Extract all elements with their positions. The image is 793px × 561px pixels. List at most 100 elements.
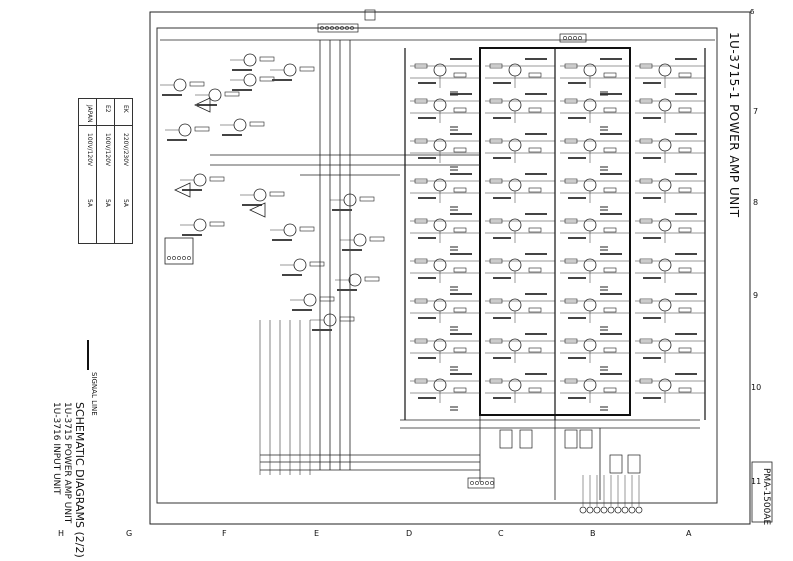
col-marker: G — [126, 529, 132, 538]
label-mark — [493, 197, 511, 199]
connector-pin — [335, 26, 339, 30]
resistor-symbol — [603, 387, 617, 393]
top-connectors — [317, 9, 587, 43]
resistor-symbol — [249, 121, 265, 127]
label-mark — [418, 197, 436, 199]
row-marker: 8 — [753, 198, 758, 207]
relay-symbol — [499, 429, 513, 449]
label-mark — [493, 82, 511, 84]
resistor-symbol — [189, 81, 205, 87]
label-mark — [643, 157, 661, 159]
resistor-symbol — [194, 126, 210, 132]
label-mark — [197, 104, 217, 106]
row-marker: 11 — [751, 477, 761, 486]
label-mark — [332, 209, 352, 211]
relay-symbol — [627, 454, 641, 474]
label-mark — [643, 317, 661, 319]
connector-pin — [325, 26, 329, 30]
resistor-symbol — [359, 196, 375, 202]
model-box — [751, 461, 773, 523]
label-mark — [525, 133, 547, 135]
connector-pin — [340, 26, 344, 30]
label-mark — [675, 173, 697, 175]
resistor-symbol — [259, 56, 275, 62]
resistor-symbol — [528, 72, 542, 78]
label-mark — [600, 373, 622, 375]
output-terminals — [467, 429, 643, 514]
label-mark — [568, 117, 586, 119]
resistor-symbol — [603, 72, 617, 78]
label-mark — [418, 357, 436, 359]
resistor-symbol — [603, 147, 617, 153]
connector-pin — [490, 481, 494, 485]
column-markers: H G F E D C B A — [58, 529, 692, 538]
label-mark — [418, 317, 436, 319]
label-mark — [525, 173, 547, 175]
label-mark — [493, 157, 511, 159]
resistor-symbol — [224, 91, 240, 97]
fuse-table-cell: 100V/120V — [86, 133, 93, 167]
label-mark — [493, 317, 511, 319]
transistor-symbol — [173, 78, 187, 92]
connector-block — [364, 9, 376, 21]
resistor-symbol — [309, 261, 325, 267]
label-mark — [222, 134, 242, 136]
label-mark — [450, 213, 472, 215]
model-number: PMA-1500AE — [761, 468, 771, 526]
fuse-table-cell: 220V/230V — [122, 133, 129, 167]
fuse-table-cell: EK — [122, 105, 129, 113]
label-mark — [272, 79, 292, 81]
connector-pin — [345, 26, 349, 30]
transistor-symbol — [253, 188, 267, 202]
label-mark — [568, 277, 586, 279]
label-mark — [568, 357, 586, 359]
label-mark — [272, 239, 292, 241]
label-mark — [675, 293, 697, 295]
resistor-symbol — [319, 296, 335, 302]
connector-pin — [578, 36, 582, 40]
resistor-symbol — [259, 76, 275, 82]
corner-marker: 6 — [750, 8, 755, 16]
unit-boundary — [156, 27, 718, 504]
transistor-symbol — [193, 218, 207, 232]
label-mark — [292, 309, 312, 311]
resistor-symbol — [528, 107, 542, 113]
label-mark — [418, 157, 436, 159]
col-marker: D — [406, 529, 412, 538]
label-mark — [450, 373, 472, 375]
label-mark — [450, 333, 472, 335]
label-mark — [568, 237, 586, 239]
label-mark — [568, 157, 586, 159]
terminal-symbol — [593, 506, 601, 514]
transistor-symbol — [208, 88, 222, 102]
resistor-symbol — [678, 307, 692, 313]
resistor-symbol — [299, 226, 315, 232]
bus-lines — [160, 39, 715, 500]
resistor-symbol — [603, 267, 617, 273]
transistor-symbol — [303, 293, 317, 307]
label-mark — [232, 89, 252, 91]
label-mark — [418, 117, 436, 119]
diode-symbol — [174, 182, 191, 198]
row-marker: 7 — [753, 107, 758, 116]
resistor-symbol — [369, 236, 385, 242]
terminal-symbol — [579, 506, 587, 514]
label-mark — [525, 333, 547, 335]
transistor-symbol — [293, 258, 307, 272]
label-mark — [182, 234, 202, 236]
label-mark — [568, 397, 586, 399]
resistor-symbol — [603, 107, 617, 113]
connector-block — [467, 477, 495, 489]
col-marker: C — [498, 529, 504, 538]
resistor-symbol — [453, 107, 467, 113]
resistor-symbol — [339, 316, 355, 322]
transistor-symbol — [353, 233, 367, 247]
terminal-symbol — [600, 506, 608, 514]
transistor-symbol — [243, 73, 257, 87]
connector-pin — [475, 481, 479, 485]
unit-title: 1U-3715-1 POWER AMP UNIT — [727, 32, 741, 218]
label-mark — [450, 173, 472, 175]
label-mark — [282, 274, 302, 276]
resistor-symbol — [603, 307, 617, 313]
